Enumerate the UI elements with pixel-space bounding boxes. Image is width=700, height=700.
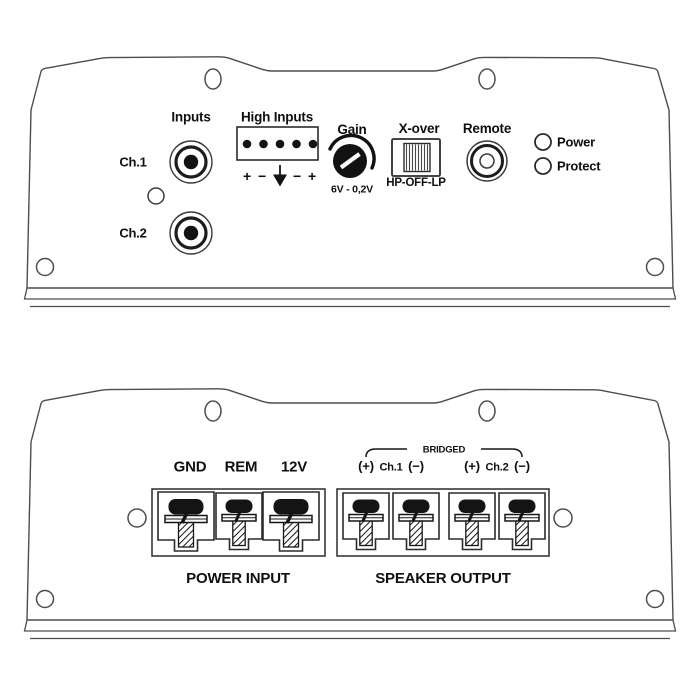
remote-knob <box>466 140 508 182</box>
ch1-label: Ch.1 <box>119 155 146 170</box>
speaker-output-block <box>336 488 550 557</box>
pin-dot <box>275 139 285 149</box>
panel-shell <box>23 56 677 308</box>
ch2-name-label: Ch.2 <box>485 462 508 474</box>
bridged-label: BRIDGED <box>423 445 466 456</box>
switch-ridges <box>405 144 429 171</box>
high-inputs-polarity: + − − + <box>243 165 316 187</box>
xover-switch <box>391 138 441 177</box>
screw-hole <box>127 508 147 528</box>
ground-icon <box>273 165 287 187</box>
ch2-minus-label: (−) <box>514 459 530 474</box>
high-inputs-connector <box>236 126 319 161</box>
rca-jack-ch1 <box>168 139 214 185</box>
xover-label: X-over <box>399 121 441 136</box>
minus-sign: − <box>258 168 266 184</box>
ch1-minus-label: (−) <box>408 459 424 474</box>
speaker-channel-labels: (+) Ch.1 (−) (+) Ch.2 (−) <box>358 459 530 474</box>
gain-label: Gain <box>337 122 366 137</box>
ch1-plus-label: (+) <box>358 459 374 474</box>
ch2-plus-label: (+) <box>464 459 480 474</box>
xover-positions-label: HP-OFF-LP <box>386 177 446 189</box>
top-panel: Inputs Ch.1 Ch.2 High Inputs + − − + Ga <box>23 56 677 308</box>
rem-label: REM <box>225 459 258 476</box>
inputs-label: Inputs <box>171 110 210 125</box>
plus-sign: + <box>308 168 316 184</box>
screw-hole <box>553 508 573 528</box>
remote-label: Remote <box>463 121 512 136</box>
power-input-block <box>151 488 326 557</box>
screw-hole <box>147 187 165 205</box>
plus-sign: + <box>243 168 251 184</box>
speaker-output-label: SPEAKER OUTPUT <box>375 570 511 587</box>
minus-sign: − <box>293 168 301 184</box>
power-input-label: POWER INPUT <box>186 570 290 587</box>
bottom-panel: GND REM 12V BRIDGED (+) Ch.1 (−) (+) Ch.… <box>23 388 677 640</box>
protect-led <box>534 157 552 175</box>
ch2-label: Ch.2 <box>119 226 146 241</box>
pin-dot <box>308 139 318 149</box>
gnd-label: GND <box>174 459 207 476</box>
bridged-bracket <box>365 448 523 458</box>
12v-label: 12V <box>281 459 307 476</box>
high-inputs-label: High Inputs <box>241 110 313 125</box>
rca-jack-ch2 <box>168 210 214 256</box>
ch1-name-label: Ch.1 <box>379 462 402 474</box>
pin-dot <box>259 139 268 149</box>
power-led-label: Power <box>557 135 595 150</box>
pin-dot <box>292 139 301 149</box>
power-led <box>534 133 552 151</box>
pin-dot <box>242 139 252 149</box>
gain-knob <box>328 133 376 178</box>
protect-led-label: Protect <box>557 159 601 174</box>
gain-range-label: 6V - 0,2V <box>331 184 373 196</box>
